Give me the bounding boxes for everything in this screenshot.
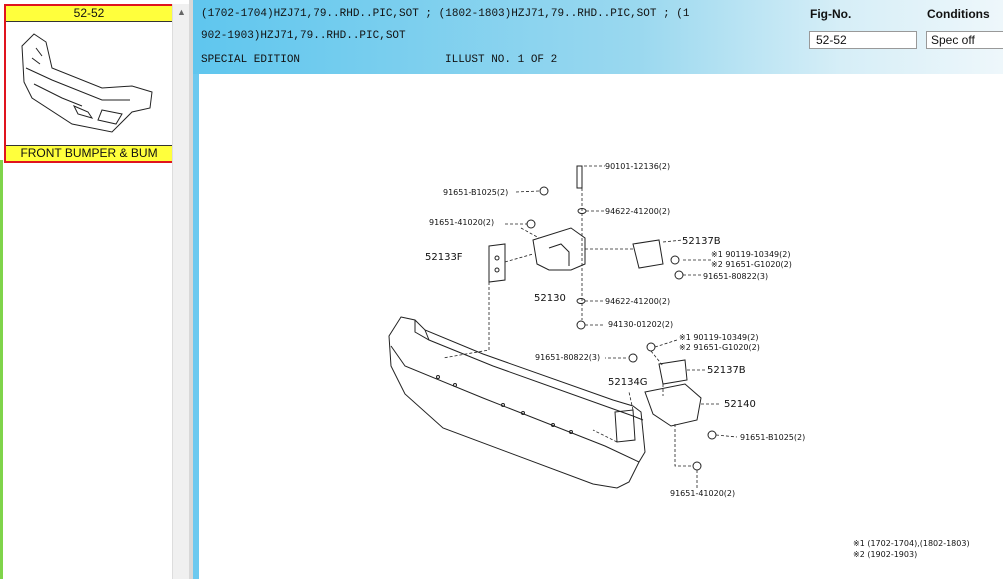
- panel-divider[interactable]: [189, 0, 193, 579]
- label-52130[interactable]: 52130: [534, 293, 566, 304]
- parts-diagram: 90101-12136(2) 91651-B1025(2) 94622-4120…: [388, 162, 970, 559]
- thumbnail-scrollbar[interactable]: ▲: [172, 4, 190, 579]
- note-2: ※2 (1902-1903): [853, 550, 917, 559]
- bracket-52130[interactable]: [532, 227, 586, 271]
- edition-text: SPECIAL EDITION: [201, 54, 301, 66]
- scroll-up-icon[interactable]: ▲: [177, 7, 186, 17]
- applicability-line-1: (1702-1704)HZJ71,79..RHD..PIC,SOT ; (180…: [201, 8, 690, 20]
- bumper-part[interactable]: [388, 316, 646, 489]
- label-52134g[interactable]: 52134G: [608, 377, 648, 388]
- diagram-left-band: [193, 74, 199, 579]
- figure-thumbnail[interactable]: 52-52 FRONT BUMPER & BUM: [4, 4, 174, 163]
- label-note2-top[interactable]: ※2 91651-G1020(2): [711, 260, 792, 269]
- leader-lines: [442, 165, 738, 488]
- label-52133f[interactable]: 52133F: [425, 252, 463, 263]
- label-91651-41020-top[interactable]: 91651-41020(2): [429, 218, 494, 227]
- thumbnail-label: FRONT BUMPER & BUM: [6, 145, 172, 161]
- label-note1-mid[interactable]: ※1 90119-10349(2): [679, 333, 758, 342]
- label-91651-b1025-top[interactable]: 91651-B1025(2): [443, 188, 508, 197]
- note-1: ※1 (1702-1704),(1802-1803): [853, 539, 970, 548]
- bumper-thumbnail-icon: [21, 33, 153, 133]
- fig-no-label: Fig-No.: [810, 7, 852, 21]
- bracket-52137b-mid[interactable]: [658, 359, 688, 385]
- parts-diagram-area: 90101-12136(2) 91651-B1025(2) 94622-4120…: [193, 74, 1003, 579]
- bracket-52140[interactable]: [644, 383, 702, 427]
- label-90101-12136[interactable]: 90101-12136(2): [605, 162, 670, 171]
- fig-no-input[interactable]: [809, 31, 917, 49]
- label-91651-80822-mid[interactable]: 91651-80822(3): [535, 353, 600, 362]
- label-note2-mid[interactable]: ※2 91651-G1020(2): [679, 343, 760, 352]
- label-91651-41020-low[interactable]: 91651-41020(2): [670, 489, 735, 498]
- thumbnail-title: 52-52: [6, 6, 172, 22]
- figure-header: (1702-1704)HZJ71,79..RHD..PIC,SOT ; (180…: [193, 0, 1003, 74]
- label-note1-top[interactable]: ※1 90119-10349(2): [711, 250, 790, 259]
- label-94130-01202[interactable]: 94130-01202(2): [608, 320, 673, 329]
- left-panel: 52-52 FRONT BUMPER & BUM ▲: [0, 0, 192, 579]
- label-94622-41200-top[interactable]: 94622-41200(2): [605, 207, 670, 216]
- label-52137b-top[interactable]: 52137B: [682, 236, 721, 247]
- label-94622-41200-mid[interactable]: 94622-41200(2): [605, 297, 670, 306]
- label-91651-b1025-low[interactable]: 91651-B1025(2): [740, 433, 805, 442]
- bracket-52137b-top[interactable]: [632, 239, 664, 269]
- applicability-line-2: 902-1903)HZJ71,79..RHD..PIC,SOT: [201, 30, 406, 42]
- plate-52133f[interactable]: [488, 243, 506, 283]
- conditions-input[interactable]: [926, 31, 1003, 49]
- conditions-label: Conditions: [927, 7, 990, 21]
- label-52137b-mid[interactable]: 52137B: [707, 365, 746, 376]
- label-52140[interactable]: 52140: [724, 399, 756, 410]
- label-91651-80822-top[interactable]: 91651-80822(3): [703, 272, 768, 281]
- left-accent-bar: [0, 160, 3, 579]
- plate-52134g[interactable]: [614, 409, 636, 443]
- illustration-number: ILLUST NO. 1 OF 2: [445, 54, 558, 66]
